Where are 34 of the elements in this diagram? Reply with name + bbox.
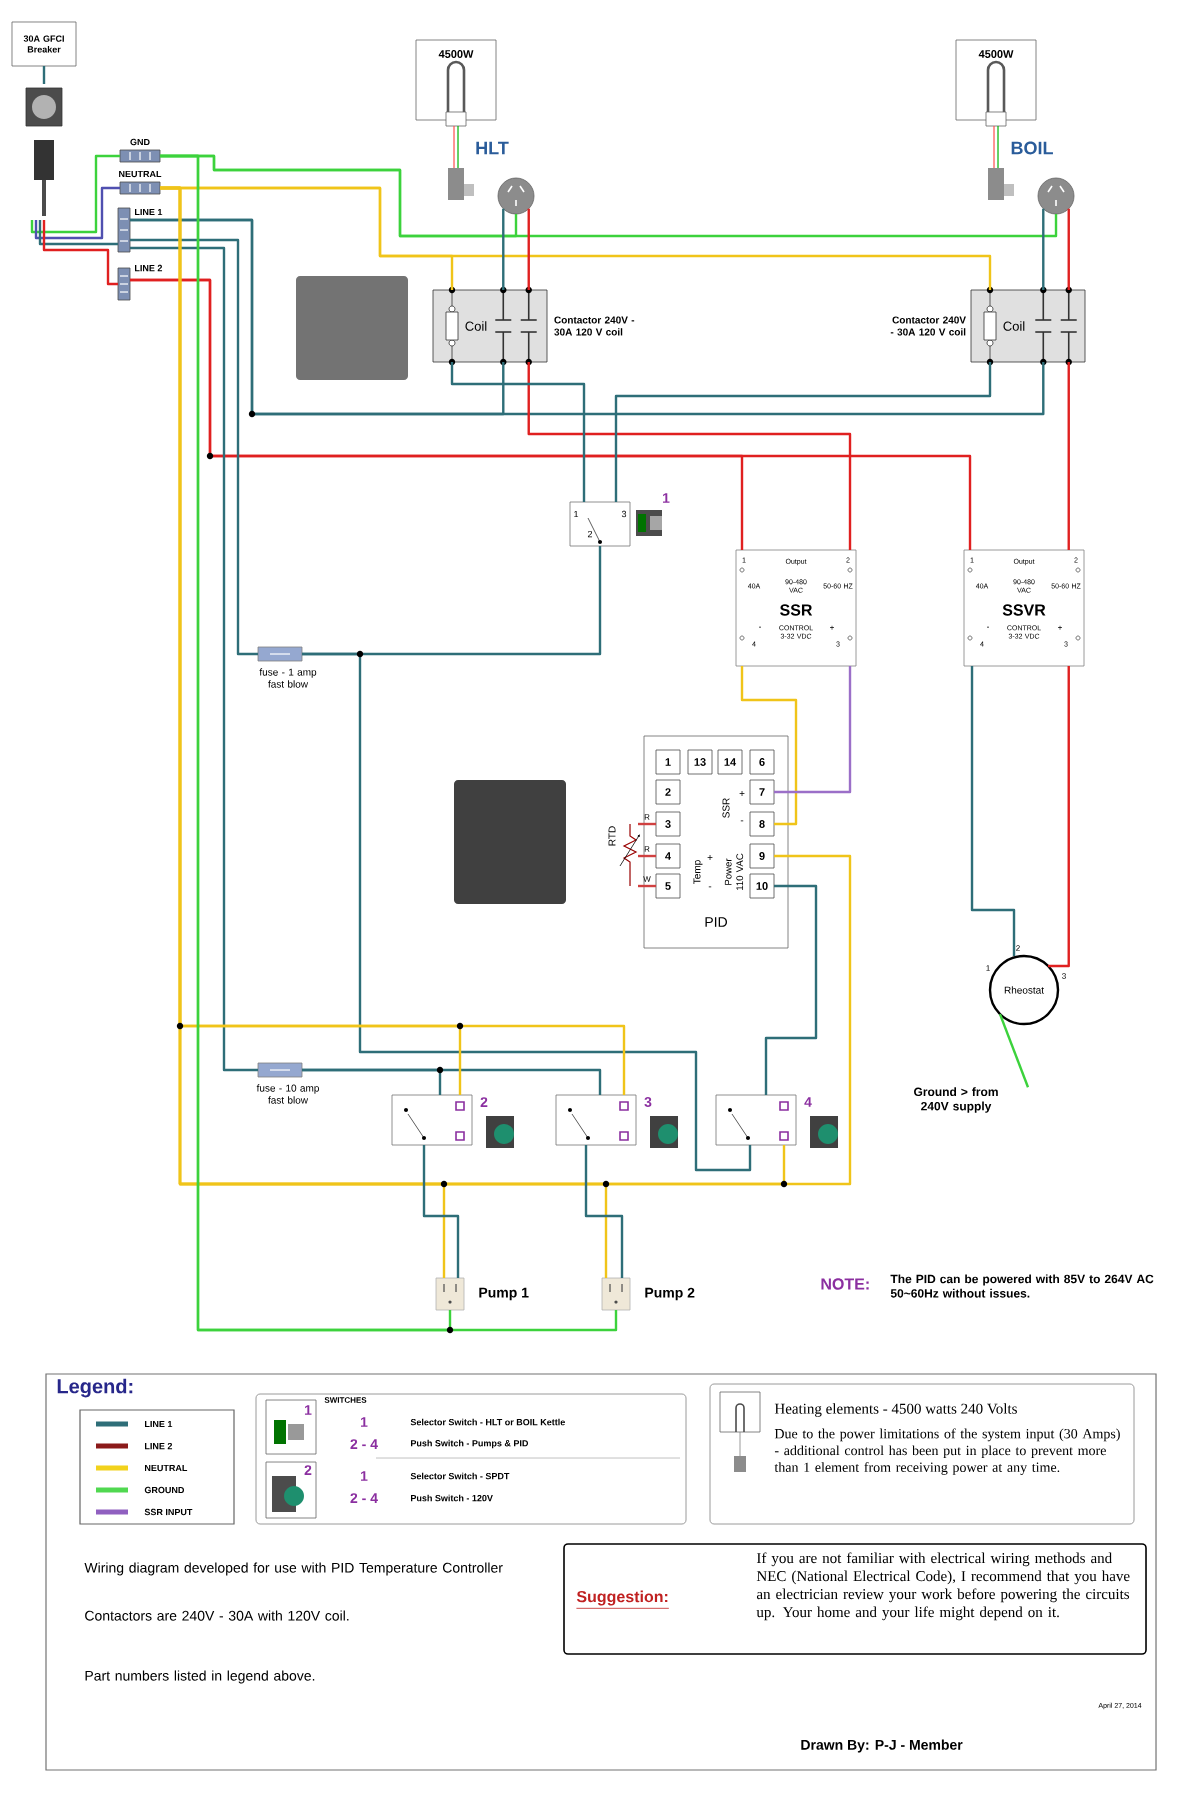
wire xyxy=(34,186,120,240)
wire xyxy=(42,220,118,286)
wire xyxy=(774,666,852,794)
wire xyxy=(502,208,505,290)
wire xyxy=(302,1068,602,1095)
wire xyxy=(1042,208,1045,290)
wire xyxy=(527,362,852,550)
wire xyxy=(42,66,46,84)
wire xyxy=(584,1145,624,1278)
wire xyxy=(970,666,1016,956)
wire xyxy=(302,652,752,1172)
wire xyxy=(422,1145,460,1278)
wire xyxy=(130,246,258,1072)
wire xyxy=(130,218,1045,416)
suggestion-heading: Suggestion: xyxy=(576,1590,670,1609)
wire xyxy=(614,362,992,502)
wire xyxy=(1067,208,1070,290)
wire xyxy=(740,666,798,826)
wire xyxy=(638,854,656,858)
wire xyxy=(638,822,656,826)
wire xyxy=(38,220,118,246)
wire xyxy=(764,884,818,1095)
wire xyxy=(130,278,972,550)
wire xyxy=(30,154,120,234)
legend-heading: Legend: xyxy=(57,1378,133,1398)
wire xyxy=(527,208,530,290)
wire xyxy=(130,238,258,656)
wire xyxy=(450,362,586,502)
note-heading: NOTE: xyxy=(821,1278,869,1290)
wire xyxy=(638,884,656,888)
wire xyxy=(1067,362,1070,550)
plug-drawing xyxy=(25,87,63,216)
wire xyxy=(1048,666,1070,968)
wire xyxy=(998,1013,1030,1088)
